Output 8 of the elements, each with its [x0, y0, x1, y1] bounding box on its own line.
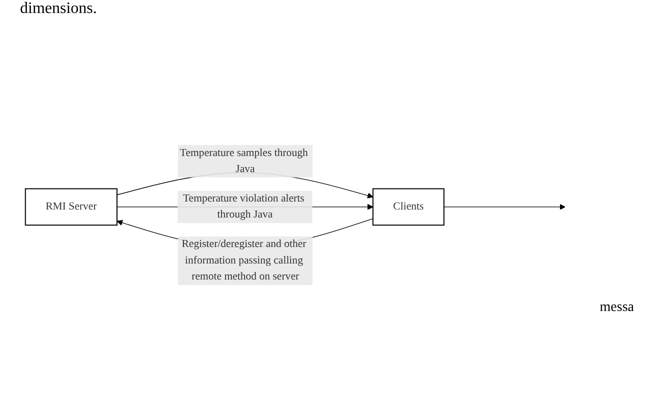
edge-label: Temperature violation alerts through Java [182, 192, 304, 220]
arrow [444, 204, 566, 210]
node-box: Clients [372, 188, 444, 226]
text-fragment: dimensions. [20, 0, 97, 18]
edge-label: Register/deregister and other information passing calling remote method on server [182, 238, 306, 282]
edge-label: Temperature samples through Java [180, 147, 308, 175]
text-fragment: messa [600, 300, 634, 316]
node-box: RMI Server [24, 188, 118, 226]
